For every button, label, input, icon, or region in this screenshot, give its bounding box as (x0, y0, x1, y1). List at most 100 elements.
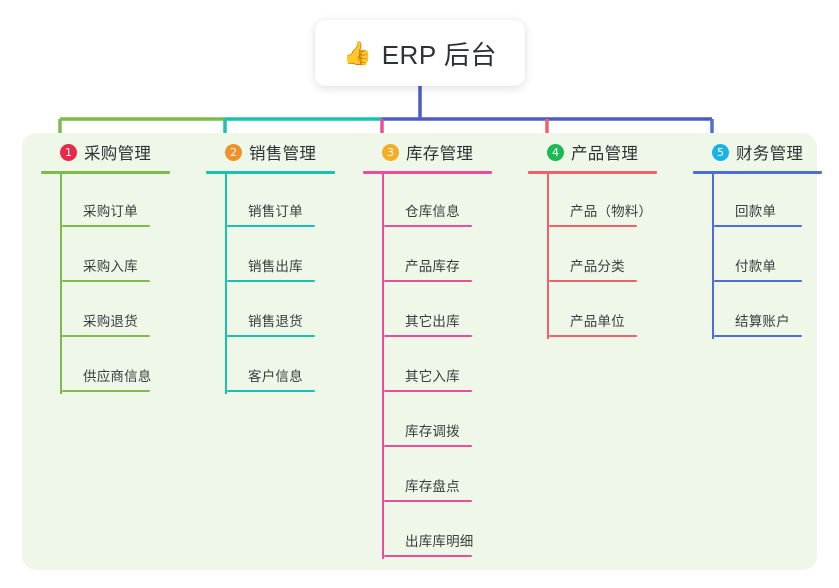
branch-item-label: 销售退货 (248, 314, 303, 329)
branch-header-rule (206, 171, 335, 174)
branch-item[interactable]: 库存盘点 (382, 449, 528, 504)
branch-item-list: 仓库信息产品库存其它出库其它入库库存调拨库存盘点出库库明细 (382, 174, 528, 559)
branch-item-label: 出库库明细 (405, 534, 474, 549)
branch-item-rule (549, 225, 637, 227)
branch-item-rule (227, 335, 315, 337)
branch-item-rule (227, 225, 315, 227)
branch-header-4[interactable]: 4 产品管理 (528, 133, 693, 171)
branch-item-rule (549, 335, 637, 337)
branch-item-rule (384, 500, 472, 502)
branch-column-3: 3 库存管理仓库信息产品库存其它出库其它入库库存调拨库存盘点出库库明细 (363, 133, 528, 559)
branch-spine (547, 174, 549, 339)
branch-item[interactable]: 其它入库 (382, 339, 528, 394)
branch-item-label: 销售出库 (248, 259, 303, 274)
branch-column-4: 4 产品管理产品（物料） 产品分类产品单位 (528, 133, 693, 339)
branch-item-rule (62, 225, 150, 227)
branch-item-rule (714, 335, 802, 337)
branch-item-label: 销售订单 (248, 204, 303, 219)
branch-item-rule (62, 280, 150, 282)
branch-title: 销售管理 (249, 145, 317, 163)
branch-item[interactable]: 付款单 (712, 229, 839, 284)
branch-item-label: 产品分类 (570, 259, 625, 274)
branch-item-rule (62, 390, 150, 392)
branch-item-list: 采购订单采购入库采购退货供应商信息 (60, 174, 206, 394)
branch-item-rule (62, 335, 150, 337)
branch-header-1[interactable]: 1 采购管理 (41, 133, 206, 171)
branch-item-label: 回款单 (735, 204, 777, 219)
root-node-card[interactable]: 👍 ERP 后台 (315, 20, 525, 86)
branch-item-rule (714, 225, 802, 227)
branch-header-rule (41, 171, 170, 174)
branch-badge: 3 (382, 143, 399, 161)
branch-item[interactable]: 产品（物料） (547, 174, 693, 229)
branch-item-label: 产品（物料） (570, 204, 653, 219)
branch-item-rule (384, 390, 472, 392)
branch-item[interactable]: 销售订单 (225, 174, 371, 229)
branch-item-rule (384, 335, 472, 337)
branch-item[interactable]: 产品分类 (547, 229, 693, 284)
branch-item-label: 采购入库 (83, 259, 138, 274)
branch-item-label: 产品单位 (570, 314, 625, 329)
branch-item-rule (384, 445, 472, 447)
branch-item[interactable]: 产品库存 (382, 229, 528, 284)
branch-item-label: 客户信息 (248, 369, 303, 384)
branch-item-rule (714, 280, 802, 282)
branch-item-rule (384, 225, 472, 227)
branch-item-label: 产品库存 (405, 259, 460, 274)
branch-badge: 5 (712, 143, 729, 161)
branch-item-list: 销售订单销售出库销售退货客户信息 (225, 174, 371, 394)
branch-column-5: 5 财务管理回款单付款单结算账户 (693, 133, 839, 339)
branch-item[interactable]: 回款单 (712, 174, 839, 229)
root-node-title: ERP 后台 (381, 39, 497, 70)
branch-item[interactable]: 产品单位 (547, 284, 693, 339)
branch-item-label: 采购退货 (83, 314, 138, 329)
branch-item[interactable]: 采购订单 (60, 174, 206, 229)
branch-badge: 4 (547, 143, 564, 161)
branch-title: 库存管理 (406, 145, 474, 163)
branch-item-label: 其它出库 (405, 314, 460, 329)
branch-item-list: 回款单付款单结算账户 (712, 174, 839, 339)
branch-spine (712, 174, 714, 339)
branch-item-label: 其它入库 (405, 369, 460, 384)
branch-title: 采购管理 (84, 145, 152, 163)
branch-item[interactable]: 采购退货 (60, 284, 206, 339)
branch-header-5[interactable]: 5 财务管理 (693, 133, 839, 171)
branch-header-rule (693, 171, 822, 174)
branch-item-list: 产品（物料） 产品分类产品单位 (547, 174, 693, 339)
branch-item-label: 付款单 (735, 259, 777, 274)
branch-header-3[interactable]: 3 库存管理 (363, 133, 528, 171)
branch-item-label: 采购订单 (83, 204, 138, 219)
branch-item-label: 结算账户 (735, 314, 790, 329)
branch-item[interactable]: 结算账户 (712, 284, 839, 339)
branch-item-label: 供应商信息 (83, 369, 152, 384)
branch-spine (382, 174, 384, 559)
branch-item[interactable]: 采购入库 (60, 229, 206, 284)
branch-item-rule (384, 280, 472, 282)
branch-title: 产品管理 (571, 145, 639, 163)
branch-item[interactable]: 供应商信息 (60, 339, 206, 394)
branch-item-label: 库存调拨 (405, 424, 460, 439)
branch-spine (60, 174, 62, 394)
branch-item[interactable]: 仓库信息 (382, 174, 528, 229)
branch-column-1: 1 采购管理采购订单采购入库采购退货供应商信息 (41, 133, 206, 394)
branch-item-rule (384, 555, 472, 557)
branch-item[interactable]: 出库库明细 (382, 504, 528, 559)
branch-item-label: 仓库信息 (405, 204, 460, 219)
branch-columns: 1 采购管理采购订单采购入库采购退货供应商信息 2 销售管理销售订单销售出库销售退货客… (22, 133, 822, 570)
branch-badge: 2 (225, 143, 242, 161)
branch-item[interactable]: 销售退货 (225, 284, 371, 339)
branch-title: 财务管理 (736, 145, 804, 163)
branch-item[interactable]: 其它出库 (382, 284, 528, 339)
branch-header-rule (363, 171, 492, 174)
branch-badge: 1 (60, 143, 77, 161)
branch-item-rule (227, 280, 315, 282)
branch-item-label: 库存盘点 (405, 479, 460, 494)
branch-header-2[interactable]: 2 销售管理 (206, 133, 371, 171)
branch-header-rule (528, 171, 657, 174)
thumbs-up-icon: 👍 (343, 39, 372, 66)
branch-item-rule (549, 280, 637, 282)
branch-item[interactable]: 库存调拨 (382, 394, 528, 449)
branch-item[interactable]: 客户信息 (225, 339, 371, 394)
branch-column-2: 2 销售管理销售订单销售出库销售退货客户信息 (206, 133, 371, 394)
branch-item[interactable]: 销售出库 (225, 229, 371, 284)
